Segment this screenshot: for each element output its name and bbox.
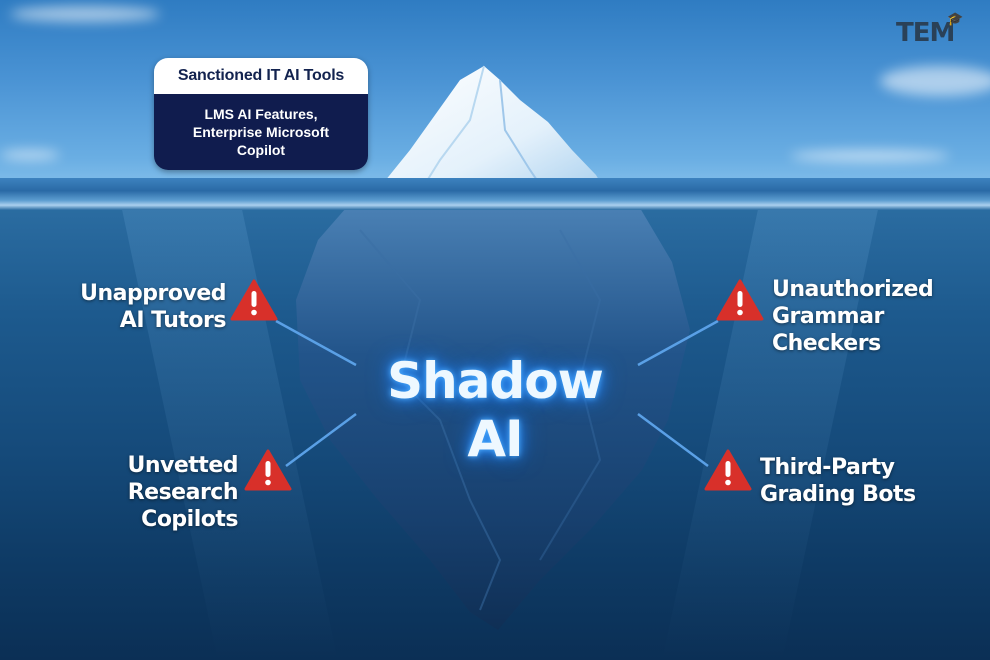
sanctioned-tools-line: Enterprise Microsoft — [192, 124, 330, 140]
cloud — [880, 66, 990, 96]
risk-label-line: Checkers — [772, 331, 881, 356]
risk-label-line: Copilots — [141, 507, 238, 532]
shadow-ai-title: Shadow AI — [387, 352, 604, 468]
brand-logo: TEM 🎓 — [896, 12, 963, 48]
warning-icon — [716, 279, 764, 321]
cloud — [790, 150, 950, 162]
logo-text: TEM — [896, 18, 955, 48]
connector-line — [637, 319, 719, 367]
graduation-cap-icon: 🎓 — [947, 12, 963, 27]
sanctioned-tools-line: Copilot — [236, 142, 286, 158]
risk-label-line: Unapproved — [80, 281, 226, 306]
warning-icon — [244, 449, 292, 491]
connector-line — [285, 412, 357, 468]
cloud — [10, 6, 160, 22]
risk-label-line: AI Tutors — [119, 308, 227, 333]
sanctioned-tools-line: LMS AI Features, — [204, 106, 318, 122]
risk-label-third-party-grading-bots: Third-Party Grading Bots — [760, 454, 930, 508]
risk-label-unvetted-research-copilots: Unvetted Research Copilots — [110, 452, 239, 533]
cloud — [0, 150, 60, 160]
sanctioned-tools-box: Sanctioned IT AI Tools LMS AI Features, … — [154, 58, 368, 170]
risk-label-unapproved-ai-tutors: Unapproved AI Tutors — [80, 280, 226, 334]
warning-icon — [230, 279, 278, 321]
risk-label-unauthorized-grammar-checkers: Unauthorized Grammar Checkers — [772, 276, 942, 357]
risk-label-line: Unvetted — [127, 453, 239, 478]
risk-label-line: Research — [127, 480, 239, 505]
connector-line — [637, 412, 709, 468]
sanctioned-tools-list: LMS AI Features, Enterprise Microsoft Co… — [154, 94, 368, 170]
connector-line — [275, 319, 357, 367]
risk-label-line: Unauthorized — [772, 277, 934, 302]
water-surface — [0, 178, 990, 210]
risk-label-line: Third-Party — [760, 455, 895, 480]
sanctioned-tools-title: Sanctioned IT AI Tools — [154, 58, 368, 94]
risk-label-line: Grading Bots — [760, 482, 916, 507]
risk-label-line: Grammar — [772, 304, 884, 329]
warning-icon — [704, 449, 752, 491]
